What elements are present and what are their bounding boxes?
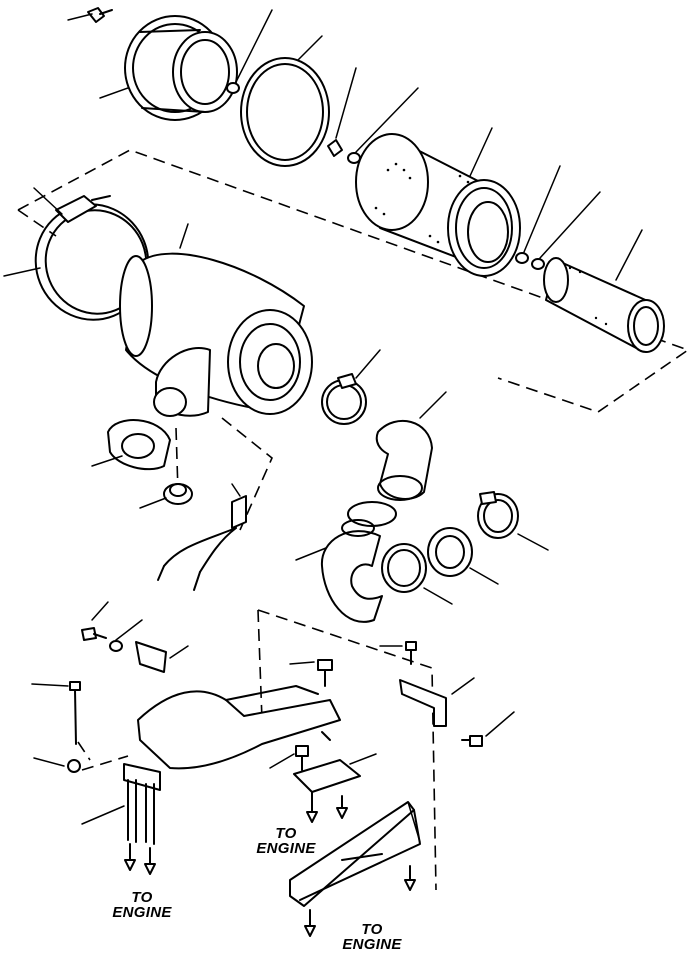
to-engine-label-2: TO ENGINE	[244, 826, 328, 856]
cover-leader	[99, 87, 129, 99]
wing-nut	[67, 7, 113, 23]
dust-valve	[91, 419, 171, 471]
elbow-hose-upper	[375, 391, 447, 501]
primary-filter-element	[355, 127, 521, 277]
hose-clamp-upper	[321, 349, 381, 425]
isolator-mount	[269, 731, 377, 801]
assembly-dashed-lines	[17, 149, 690, 891]
elbow-hose-lower	[295, 519, 383, 623]
to-engine-label-3-engine: ENGINE	[342, 936, 402, 953]
to-engine-label-1-to: TO	[131, 889, 153, 906]
mounting-bolt-right	[289, 659, 333, 687]
band-clamp	[3, 187, 150, 321]
safety-filter-element	[543, 229, 665, 353]
to-engine-label-1-engine: ENGINE	[112, 904, 172, 921]
nut-small	[226, 9, 273, 94]
to-engine-label-2-to: TO	[275, 825, 297, 842]
restriction-sensor	[157, 483, 247, 591]
air-cleaner-cover	[124, 15, 238, 121]
hose-clamps-middle	[347, 491, 549, 605]
engine-arrows	[124, 795, 416, 937]
to-engine-label-1: TO ENGINE	[102, 890, 182, 920]
mounting-bracket-lower	[289, 801, 421, 907]
mounting-bracket-right	[379, 641, 515, 747]
to-engine-label-2-engine: ENGINE	[256, 840, 316, 857]
gasket-ring	[240, 35, 330, 167]
mounting-bracket-main	[81, 685, 341, 845]
to-engine-label-3: TO ENGINE	[332, 922, 412, 952]
long-bolt	[31, 681, 81, 773]
air-cleaner-housing	[119, 223, 313, 417]
mounting-bolt-left	[81, 601, 189, 673]
restriction-indicator	[139, 483, 193, 509]
filter-nut-washer	[515, 165, 601, 270]
to-engine-label-3-to: TO	[361, 921, 383, 938]
